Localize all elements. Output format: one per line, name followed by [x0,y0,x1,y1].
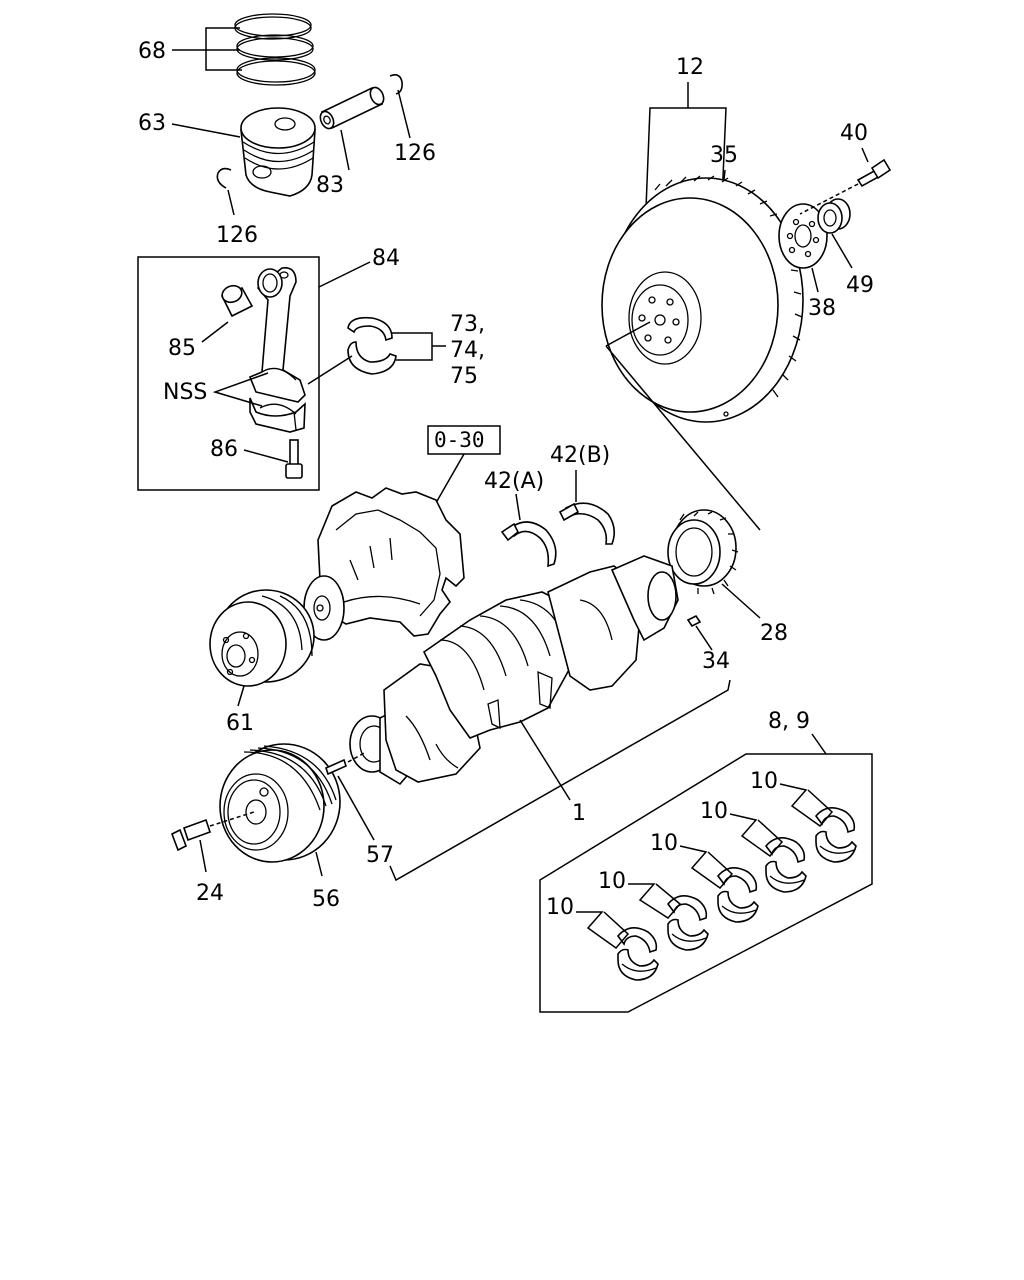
leader-126-lower [227,189,235,216]
leader-83 [340,129,350,171]
leader-57 [337,775,375,841]
label-68: 68 [138,39,166,64]
leader-flywheel-gear [605,345,761,531]
leader-40b [799,183,859,215]
snap-ring-upper [389,74,403,95]
label-75: 75 [450,364,478,389]
leader-24b [209,811,255,827]
label-24: 24 [196,881,224,906]
crank-key [686,614,702,628]
label-74: 74, [450,338,485,363]
leader-8-9 [811,733,827,755]
main-bearing-set-5 [814,807,857,863]
snap-ring-lower [216,167,232,189]
leader-1 [389,679,731,882]
leader-10-3 [679,845,734,890]
main-bearing-set-2 [666,895,709,951]
piston-rings [234,13,316,86]
main-bearing-set-3 [716,867,759,923]
dowel-pin [325,758,347,776]
leader-10-4 [729,813,784,858]
label-35: 35 [710,143,738,168]
flywheel [601,175,804,423]
label-10-2: 10 [598,869,626,894]
label-10-3: 10 [650,831,678,856]
small-end-bush [220,284,254,318]
main-bearing-box [539,753,873,1013]
label-40: 40 [840,121,868,146]
label-10-5: 10 [750,769,778,794]
leader-86 [243,449,289,463]
conrod-bolt [285,439,303,479]
leader-85 [201,321,229,343]
label-85: 85 [168,336,196,361]
leader-40 [861,147,869,163]
label-126-upper: 126 [394,141,436,166]
label-8-9: 8, 9 [768,709,810,734]
label-49: 49 [846,273,874,298]
flywheel-bolt [856,158,892,188]
leader-56 [315,851,323,877]
leader-73-75 [392,332,433,361]
label-61: 61 [226,711,254,736]
leader-10-1 [576,911,630,950]
leader-1b [519,719,571,801]
thrust-washer-b [558,502,616,545]
leader-126-upper [397,89,411,139]
connecting-rod [248,266,306,433]
leader-nss [212,372,269,407]
label-1: 1 [572,801,586,826]
label-0-30: 0-30 [434,428,485,452]
leader-34 [695,625,713,651]
label-28: 28 [760,621,788,646]
pilot-bearing [817,198,851,234]
label-12: 12 [676,55,704,80]
label-56: 56 [312,887,340,912]
leader-flywheel-gear2 [605,321,651,347]
leader-42a [515,493,521,521]
main-bearing-set-1 [616,927,659,981]
leader-10-5 [779,783,834,828]
label-57: 57 [366,843,394,868]
leader-38 [811,267,819,293]
leader-63 [171,123,241,138]
leader-10-2 [628,883,682,919]
flywheel-plate [778,203,828,269]
label-42a: 42(A) [484,469,544,494]
crankshaft [349,555,679,786]
leader-57b [347,751,367,763]
label-73: 73, [450,312,485,337]
label-42b: 42(B) [550,443,610,468]
leader-84 [318,261,371,288]
main-bearing-set-4 [764,837,807,893]
label-126-lower: 126 [216,223,258,248]
label-10-4: 10 [700,799,728,824]
label-63: 63 [138,111,166,136]
thrust-washer-a [500,521,557,568]
label-34: 34 [702,649,730,674]
label-84: 84 [372,246,400,271]
leader-24 [199,839,207,873]
crank-pulley [219,743,341,863]
connecting-rod-bearing [347,316,397,375]
water-pump-housing [303,487,465,641]
label-nss: NSS [163,380,207,405]
connecting-rod-box [137,256,320,491]
leader-49 [831,233,853,269]
label-83: 83 [316,173,344,198]
pulley-61 [209,589,315,687]
piston-pin [319,86,385,130]
piston [240,107,316,197]
leader-68 [172,27,242,71]
leader-28 [721,583,761,619]
label-38: 38 [808,296,836,321]
crank-pulley-bolt [170,818,212,852]
label-86: 86 [210,437,238,462]
leader-73-75c [307,355,353,385]
label-10-1: 10 [546,895,574,920]
leader-61 [237,685,245,707]
crank-gear [667,509,739,595]
